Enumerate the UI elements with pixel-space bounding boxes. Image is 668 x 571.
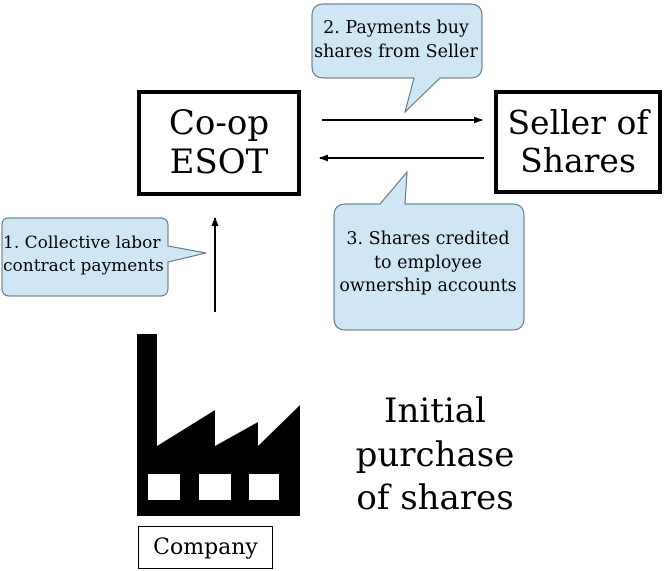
- callout-1-line1: 1. Collective labor: [3, 233, 161, 253]
- initial-purchase-line2: purchase: [355, 434, 515, 475]
- coop-esot-label-line1: Co-op: [168, 102, 270, 143]
- seller-label-line1: Seller of: [507, 103, 649, 143]
- callout-1-text: 1. Collective labor contract payments: [0, 232, 173, 278]
- company-label: Company: [153, 535, 258, 560]
- factory-icon: [137, 334, 300, 516]
- callout-3-line3: ownership accounts: [339, 276, 517, 297]
- callout-2-line1: 2. Payments buy: [323, 18, 469, 38]
- factory-window-icon: [148, 474, 180, 500]
- callout-1-bubble: [1, 217, 207, 297]
- callout-1-line2: contract payments: [3, 255, 164, 276]
- coop-esot-box: Co-op ESOT: [137, 90, 301, 196]
- factory-window-icon: [249, 474, 279, 500]
- initial-purchase-caption: Initial purchase of shares: [345, 390, 525, 521]
- coop-esot-label-line2: ESOT: [169, 142, 269, 182]
- initial-purchase-line3: of shares: [356, 478, 514, 519]
- callout-3-bubble: [333, 170, 525, 331]
- callout-3-line1: 3. Shares credited: [346, 229, 510, 249]
- initial-purchase-line1: Initial: [384, 391, 486, 431]
- seller-label-line2: Shares: [520, 141, 636, 180]
- callout-3-line2: to employee: [373, 252, 483, 273]
- callout-3-text: 3. Shares credited to employee ownership…: [333, 228, 523, 299]
- callout-2-bubble: [311, 3, 483, 114]
- callout-2-line2: shares from Seller: [314, 41, 478, 62]
- callout-2-text: 2. Payments buy shares from Seller: [310, 17, 482, 64]
- company-label-box: Company: [138, 526, 273, 569]
- factory-window-icon: [199, 474, 231, 500]
- seller-of-shares-box: Seller of Shares: [494, 90, 662, 194]
